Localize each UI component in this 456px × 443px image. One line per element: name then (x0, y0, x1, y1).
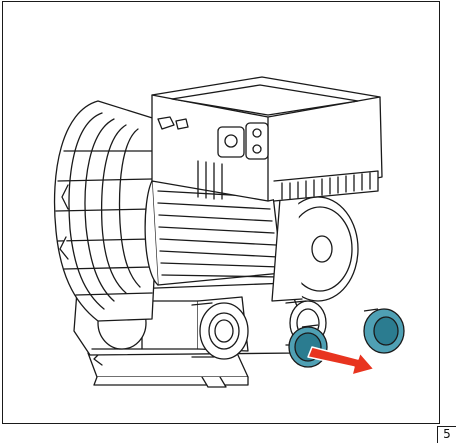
terminal-box (151, 76, 383, 202)
blower-illustration (53, 76, 405, 388)
base-plate (87, 352, 249, 388)
cap-right (363, 308, 405, 354)
page-number: 5 (437, 426, 456, 443)
inlet-port-left (191, 302, 249, 360)
fan-cover (271, 196, 359, 302)
figure-frame (2, 1, 440, 424)
port-caps (288, 308, 405, 368)
impeller-housing (53, 100, 163, 322)
removal-arrow (307, 346, 375, 376)
